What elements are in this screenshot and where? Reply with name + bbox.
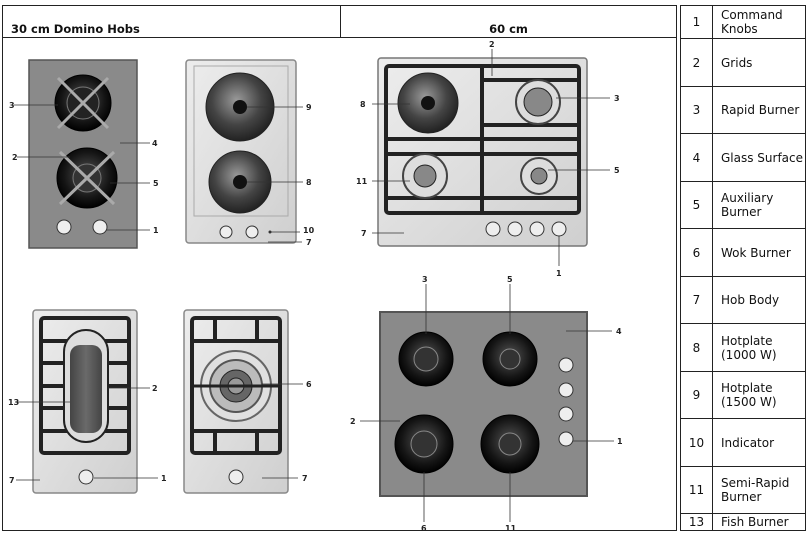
control-knob[interactable] <box>558 357 574 373</box>
legend-label: Rapid Burner <box>712 86 806 134</box>
callout-label: 7 <box>361 229 367 238</box>
domino-glass-gas-hob: 3 2 4 5 1 <box>9 59 159 249</box>
control-knob[interactable] <box>558 431 574 447</box>
control-knob[interactable] <box>78 469 94 485</box>
domino-fish-hob: 13 2 7 1 <box>8 309 167 494</box>
hotplate-1000w <box>397 72 459 134</box>
semi-rapid-burner <box>480 414 540 474</box>
callout-label: 3 <box>614 94 620 103</box>
auxiliary-burner <box>56 147 118 209</box>
auxiliary-burner <box>482 331 538 387</box>
grid <box>384 64 581 215</box>
callout-label: 4 <box>152 139 158 148</box>
legend-label: Fish Burner <box>712 513 806 531</box>
sixty-cm-title: 60 cm <box>489 22 528 36</box>
callout-label: 7 <box>9 476 15 485</box>
legend-label: Hotplate (1000 W) <box>712 323 806 372</box>
legend-num: 3 <box>680 86 713 134</box>
callout-label: 5 <box>507 275 513 284</box>
callout-label: 6 <box>306 380 312 389</box>
callout-label: 9 <box>306 103 312 112</box>
callout-label: 2 <box>350 417 356 426</box>
legend-num: 8 <box>680 323 713 372</box>
callout-label: 3 <box>422 275 428 284</box>
callout-label: 7 <box>306 238 312 247</box>
control-knob[interactable] <box>245 225 259 239</box>
legend-num: 1 <box>680 5 713 39</box>
callout-label: 6 <box>421 524 427 533</box>
callout-label: 1 <box>153 226 159 235</box>
callout-label: 3 <box>9 101 15 110</box>
control-knob[interactable] <box>529 221 545 237</box>
callout-label: 1 <box>556 269 562 278</box>
rapid-burner <box>515 79 561 125</box>
legend-label: Auxiliary Burner <box>712 181 806 229</box>
semi-rapid-burner <box>402 153 448 199</box>
sixty-glass-gas-hob: 3 5 4 2 1 6 11 <box>350 275 623 533</box>
legend-label: Grids <box>712 38 806 87</box>
sixty-panel-frame <box>340 37 677 531</box>
domino-electric-hob: 9 8 10 7 <box>185 59 315 247</box>
legend-num: 13 <box>680 513 713 531</box>
wok-burner <box>394 414 454 474</box>
callout-label: 8 <box>360 100 366 109</box>
legend-label: Glass Surface <box>712 133 806 182</box>
callout-label: 11 <box>505 524 517 533</box>
header-cell-60cm: 60 cm <box>340 5 677 38</box>
sixty-mixed-hob: 2 8 3 11 5 7 1 <box>356 40 620 278</box>
rapid-burner <box>54 74 112 132</box>
control-knob[interactable] <box>228 469 244 485</box>
callout-label: 7 <box>302 474 308 483</box>
hotplate-1500w <box>205 72 275 142</box>
legend-num: 7 <box>680 276 713 324</box>
domino-title: 30 cm Domino Hobs <box>11 22 140 36</box>
callout-label: 5 <box>614 166 620 175</box>
callout-label: 2 <box>152 384 158 393</box>
callout-label: 8 <box>306 178 312 187</box>
legend-num: 4 <box>680 133 713 182</box>
control-knob[interactable] <box>507 221 523 237</box>
callout-label: 1 <box>161 474 167 483</box>
callout-label: 2 <box>489 40 495 49</box>
rapid-burner <box>398 331 454 387</box>
fish-burner <box>63 329 109 443</box>
callout-label: 11 <box>356 177 368 186</box>
control-knob[interactable] <box>219 225 233 239</box>
control-knob[interactable] <box>92 219 108 235</box>
legend-label: Hob Body <box>712 276 806 324</box>
callout-label: 2 <box>12 153 18 162</box>
auxiliary-burner <box>520 157 558 195</box>
domino-wok-hob: 6 7 <box>183 309 312 494</box>
legend-label: Indicator <box>712 418 806 467</box>
callout-label: 1 <box>617 437 623 446</box>
control-knob[interactable] <box>485 221 501 237</box>
callout-label: 4 <box>616 327 622 336</box>
legend-label: Semi-Rapid Burner <box>712 466 806 514</box>
callout-label: 13 <box>8 398 19 407</box>
callout-label: 5 <box>153 179 159 188</box>
control-knob[interactable] <box>56 219 72 235</box>
domino-panel-frame <box>2 37 341 531</box>
control-knob[interactable] <box>551 221 567 237</box>
control-knob[interactable] <box>558 406 574 422</box>
control-knob[interactable] <box>558 382 574 398</box>
legend-label: Wok Burner <box>712 228 806 277</box>
callout-label: 10 <box>303 226 315 235</box>
hotplate-1000w <box>208 150 272 214</box>
